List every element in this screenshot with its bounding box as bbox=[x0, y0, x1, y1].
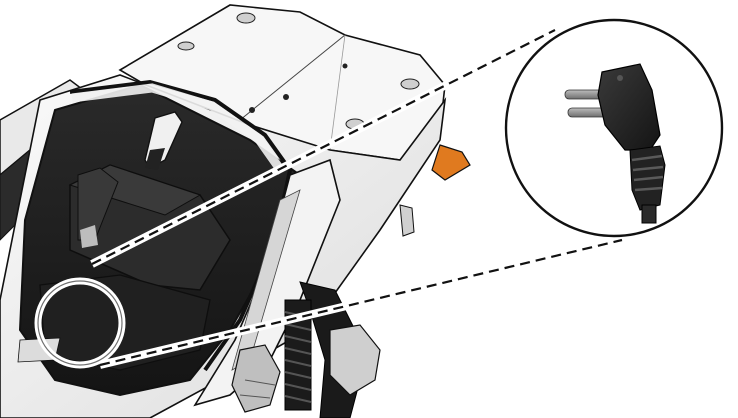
compartment-rim bbox=[69, 79, 293, 372]
rear-indicator bbox=[431, 144, 471, 181]
power-plug-icon bbox=[564, 63, 666, 224]
callout-lines bbox=[90, 26, 623, 369]
